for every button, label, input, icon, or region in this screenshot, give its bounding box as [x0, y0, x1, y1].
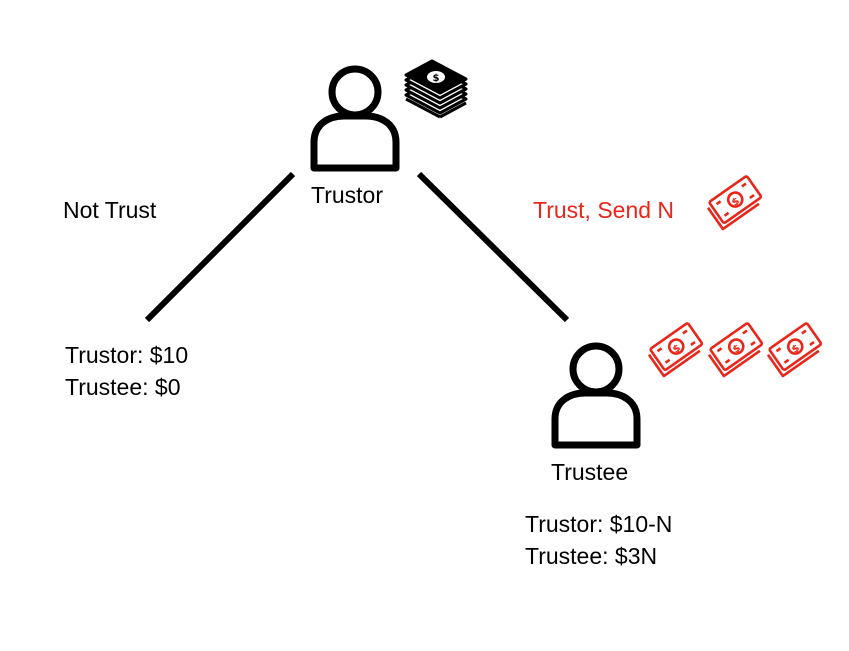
svg-text:$: $	[433, 73, 440, 84]
outcome-trust: Trustor: $10-N Trustee: $3N	[525, 508, 672, 572]
edge-trust	[416, 171, 570, 323]
outcome-trust-trustee: Trustee: $3N	[525, 543, 658, 569]
trustee-label: Trustee	[551, 459, 629, 485]
trustee-person-icon	[551, 342, 641, 449]
dollar-bill-icon: $	[706, 175, 763, 231]
trustor-person-icon	[310, 65, 400, 172]
outcome-not-trust: Trustor: $10 Trustee: $0	[65, 339, 188, 403]
edge-label-trust: Trust, Send N	[533, 197, 675, 223]
outcome-not-trust-trustor: Trustor: $10	[65, 342, 189, 368]
outcome-trust-trustor: Trustor: $10-N	[525, 511, 673, 537]
trustor-label: Trustor	[311, 182, 383, 208]
dollar-bill-icon: $	[647, 322, 704, 378]
dollar-bill-icon: $	[766, 322, 823, 378]
money-stack-icon: $	[404, 59, 468, 119]
edge-not-trust	[144, 171, 296, 323]
dollar-bill-icon: $	[707, 322, 764, 378]
edge-label-not-trust: Not Trust	[63, 197, 157, 223]
outcome-not-trust-trustee: Trustee: $0	[65, 374, 181, 400]
